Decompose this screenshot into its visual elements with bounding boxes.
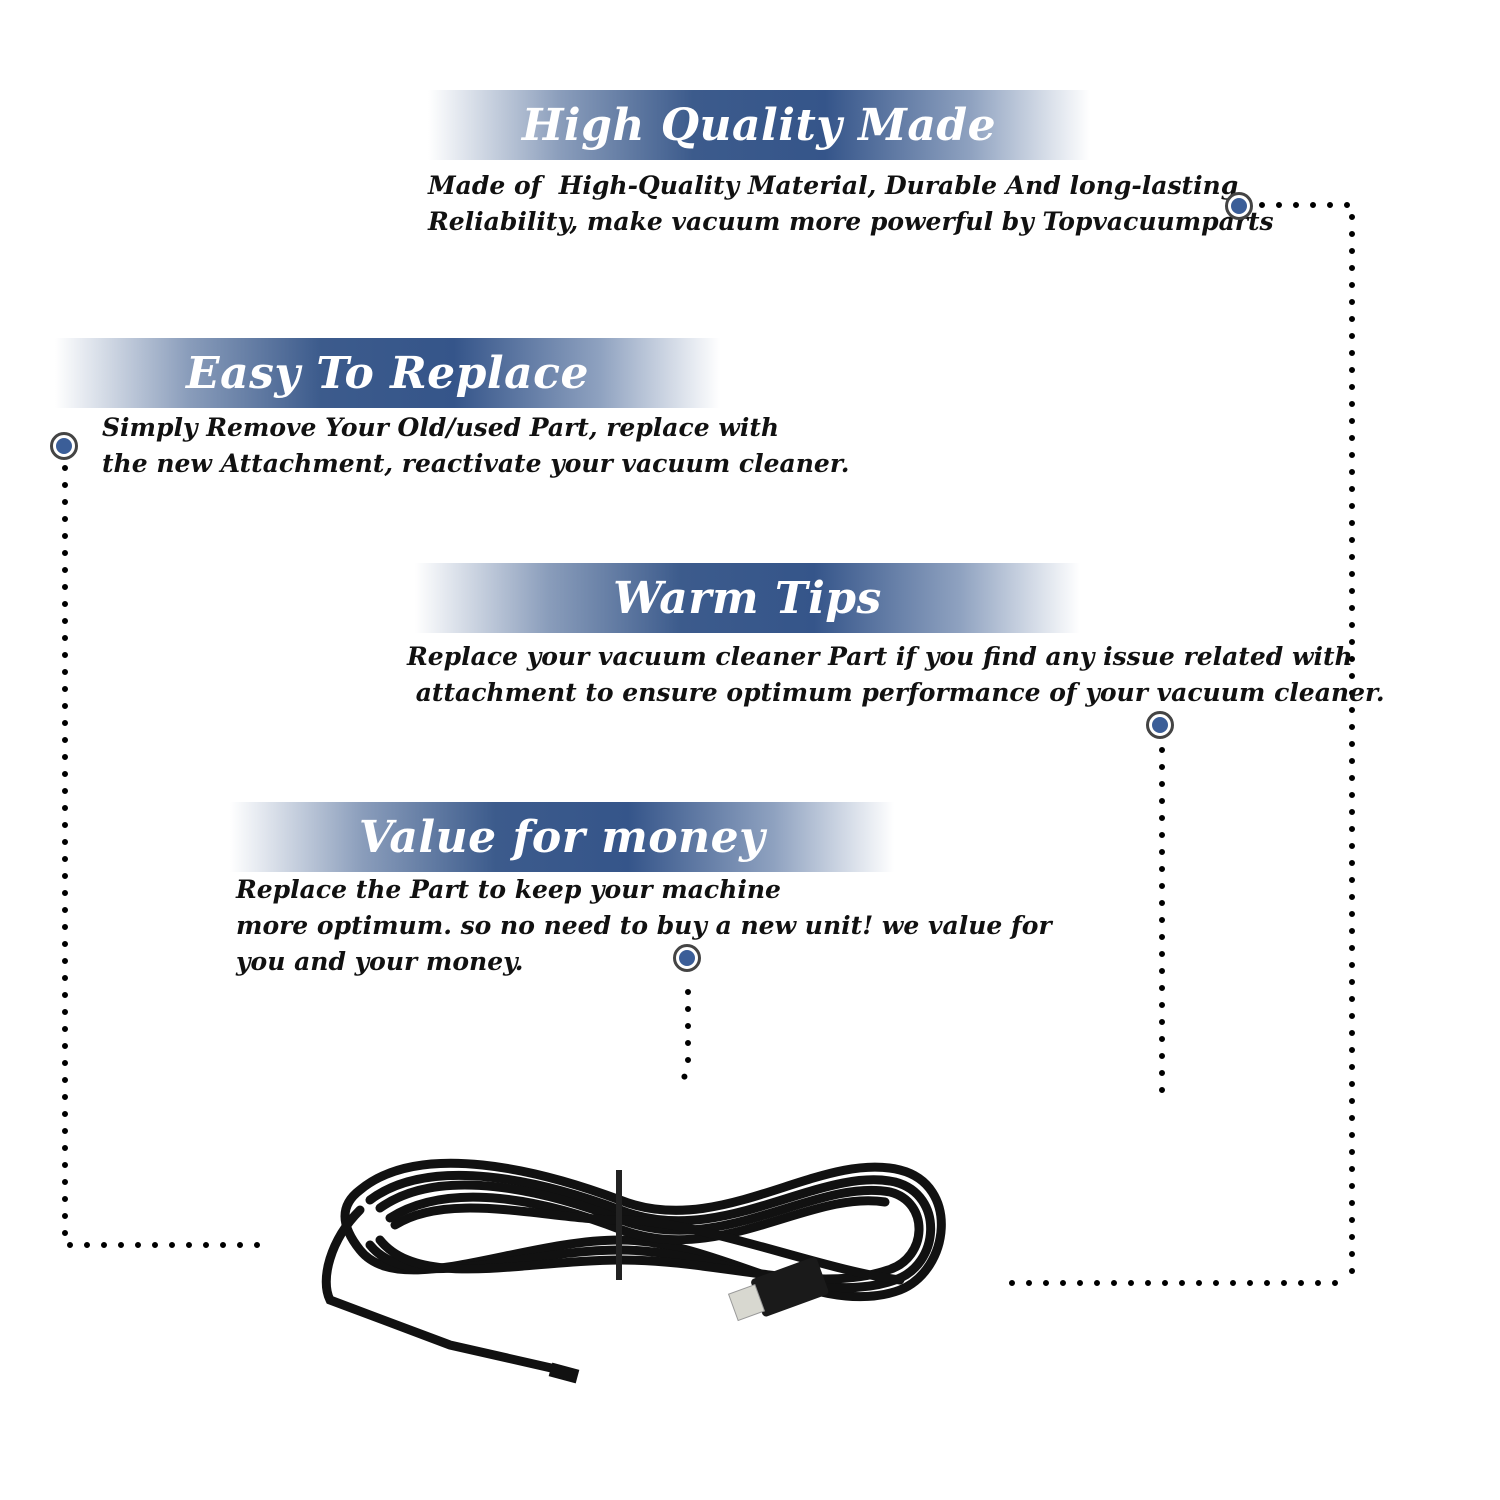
description-high-quality-made: Made of High-Quality Material, Durable A… [428,171,1274,236]
bullet-marker-icon [1225,192,1253,220]
heading-high-quality-made: High Quality Made [521,99,997,151]
power-cord-image-icon [321,1158,946,1384]
heading-value-for-money: Value for money [358,811,766,863]
description-value-for-money: Replace the Part to keep your machine mo… [236,875,1052,976]
bullet-marker-icon [1146,711,1174,739]
bullet-marker-icon [50,432,78,460]
banner-high-quality-made: High Quality Made [428,90,1090,160]
description-easy-to-replace: Simply Remove Your Old/used Part, replac… [102,413,850,478]
banner-value-for-money: Value for money [230,802,894,872]
banner-warm-tips: Warm Tips [415,563,1080,633]
description-warm-tips: Replace your vacuum cleaner Part if you … [407,642,1385,707]
banner-easy-to-replace: Easy To Replace [55,338,720,408]
heading-warm-tips: Warm Tips [613,572,882,624]
bullet-marker-icon [673,944,701,972]
heading-easy-to-replace: Easy To Replace [186,347,589,399]
